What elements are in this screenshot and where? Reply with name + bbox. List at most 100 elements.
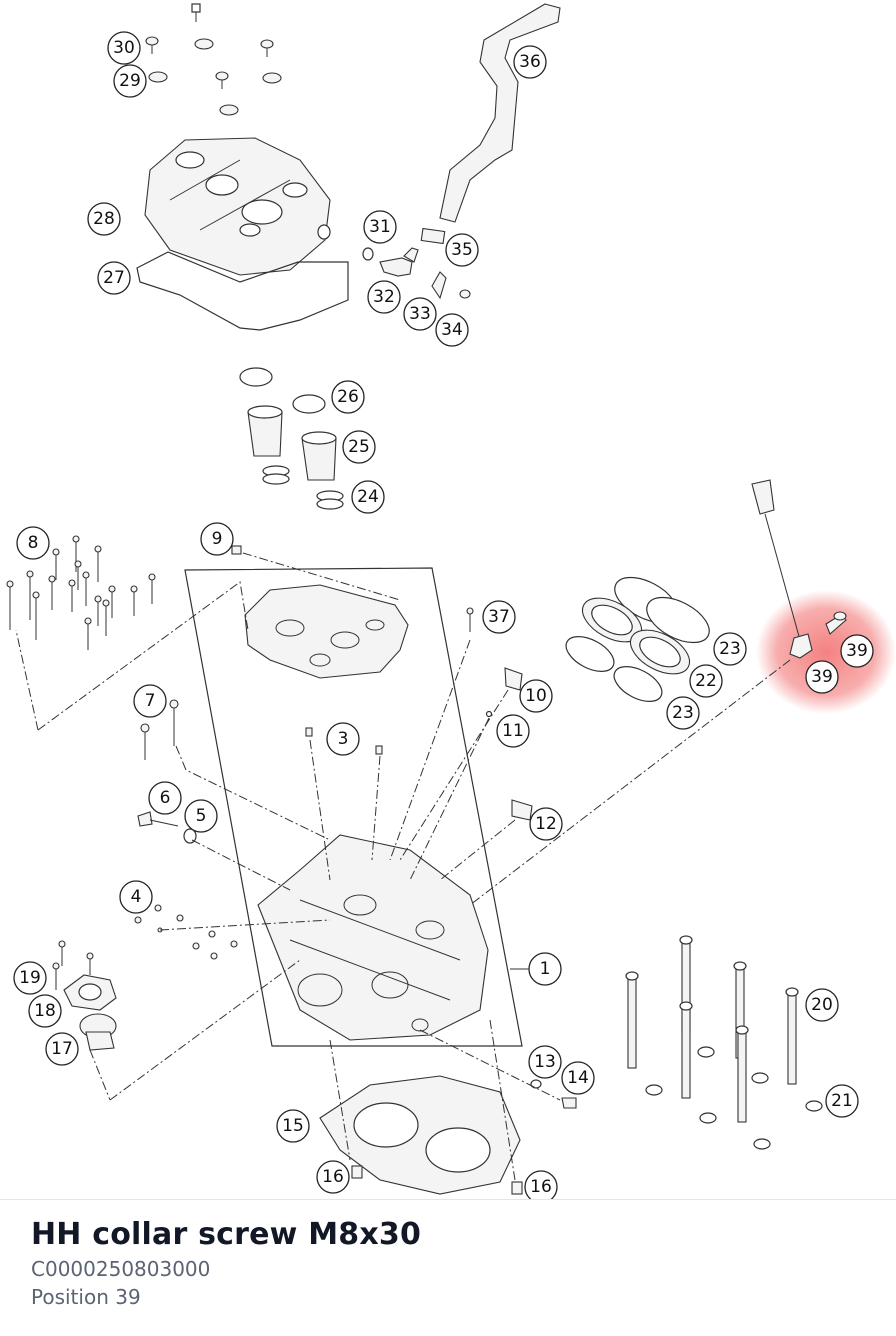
callout-39b[interactable]: 39 [805,660,839,694]
callout-17[interactable]: 17 [45,1032,79,1066]
callout-26[interactable]: 26 [331,380,365,414]
part-plug-sleeves[interactable] [239,367,344,510]
svg-text:12: 12 [535,814,557,834]
callout-10[interactable]: 10 [519,679,553,713]
svg-text:13: 13 [534,1052,556,1072]
callout-21[interactable]: 21 [825,1084,859,1118]
part-thermostat[interactable] [52,940,117,1051]
svg-text:27: 27 [103,268,125,288]
callout-23b[interactable]: 23 [666,696,700,730]
svg-text:35: 35 [451,240,473,260]
callout-13[interactable]: 13 [528,1045,562,1079]
svg-text:32: 32 [373,287,395,307]
svg-text:39: 39 [811,667,833,687]
part-bolt-set[interactable] [6,535,156,650]
svg-text:25: 25 [348,437,370,457]
part-camshaft-carrier[interactable] [244,584,409,679]
svg-text:1: 1 [540,959,551,979]
svg-text:33: 33 [409,304,431,324]
part-head-gasket[interactable] [319,1075,521,1195]
svg-text:30: 30 [113,38,135,58]
assembly-leader-lines [15,552,791,1181]
callout-34[interactable]: 34 [435,313,469,347]
callout-35[interactable]: 35 [445,233,479,267]
callout-12[interactable]: 12 [529,807,563,841]
callout-5[interactable]: 5 [184,799,218,833]
svg-text:6: 6 [160,788,171,808]
callout-36[interactable]: 36 [513,45,547,79]
highlight-position-39[interactable] [756,590,896,714]
svg-text:39: 39 [846,641,868,661]
callout-29[interactable]: 29 [113,64,147,98]
part-sensor-and-collar-screw[interactable] [751,479,847,659]
svg-text:8: 8 [28,533,39,553]
svg-text:11: 11 [502,721,524,741]
part-number: C0000250803000 [31,1257,211,1281]
callout-18[interactable]: 18 [28,994,62,1028]
callout-22[interactable]: 22 [689,664,723,698]
part-cover-bolts[interactable] [145,3,282,116]
svg-text:22: 22 [695,671,717,691]
callout-8[interactable]: 8 [16,526,50,560]
callout-3[interactable]: 3 [326,722,360,756]
svg-text:28: 28 [93,209,115,229]
callout-15[interactable]: 15 [276,1109,310,1143]
callout-16b[interactable]: 16 [524,1170,558,1200]
svg-text:21: 21 [831,1091,853,1111]
callout-19[interactable]: 19 [13,961,47,995]
part-small-fittings[interactable] [134,607,577,1109]
part-intake-flanges[interactable] [560,568,716,708]
part-position: Position 39 [31,1285,141,1309]
position-value: 39 [115,1285,141,1309]
svg-text:15: 15 [282,1116,304,1136]
svg-text:18: 18 [34,1001,56,1021]
part-cylinder-head[interactable] [257,834,489,1041]
part-info-panel: HH collar screw M8x30 C0000250803000 Pos… [0,1199,896,1336]
part-valve-cover[interactable] [144,137,331,276]
svg-text:10: 10 [525,686,547,706]
callout-16a[interactable]: 16 [316,1160,350,1194]
position-label: Position [31,1285,109,1309]
callout-labels: 1 3 4 5 6 7 8 9 10 11 12 13 14 15 16 16 … [13,31,874,1200]
svg-text:14: 14 [567,1068,589,1088]
svg-text:36: 36 [519,52,541,72]
svg-text:26: 26 [337,387,359,407]
part-breather-fitting[interactable] [362,227,471,300]
part-title: HH collar screw M8x30 [31,1217,422,1252]
callout-32[interactable]: 32 [367,280,401,314]
svg-text:24: 24 [357,487,379,507]
callout-11[interactable]: 11 [496,714,530,748]
callout-14[interactable]: 14 [561,1061,595,1095]
callout-7[interactable]: 7 [133,684,167,718]
callout-33[interactable]: 33 [403,297,437,331]
callout-31[interactable]: 31 [363,210,397,244]
callout-39a[interactable]: 39 [840,634,874,668]
callout-20[interactable]: 20 [805,988,839,1022]
callout-37[interactable]: 37 [482,600,516,634]
svg-text:31: 31 [369,217,391,237]
svg-text:9: 9 [212,529,223,549]
svg-text:29: 29 [119,71,141,91]
callout-4[interactable]: 4 [119,880,153,914]
callout-1[interactable]: 1 [528,952,562,986]
exploded-parts-diagram: 1 3 4 5 6 7 8 9 10 11 12 13 14 15 16 16 … [6,3,896,1200]
svg-text:16: 16 [530,1177,552,1197]
callout-9[interactable]: 9 [200,522,234,556]
part-cylinder-bolts[interactable] [625,935,823,1150]
callout-28[interactable]: 28 [87,202,121,236]
callout-24[interactable]: 24 [351,480,385,514]
svg-text:19: 19 [19,968,41,988]
callout-27[interactable]: 27 [97,261,131,295]
callout-25[interactable]: 25 [342,430,376,464]
svg-text:5: 5 [196,806,207,826]
svg-text:3: 3 [338,729,349,749]
callout-6[interactable]: 6 [148,781,182,815]
part-cover-gasket[interactable] [136,251,349,331]
svg-text:4: 4 [131,887,142,907]
part-breather-hose[interactable] [439,3,561,223]
svg-text:7: 7 [145,691,156,711]
svg-text:17: 17 [51,1039,73,1059]
callout-30[interactable]: 30 [107,31,141,65]
svg-text:16: 16 [322,1167,344,1187]
callout-23a[interactable]: 23 [713,632,747,666]
